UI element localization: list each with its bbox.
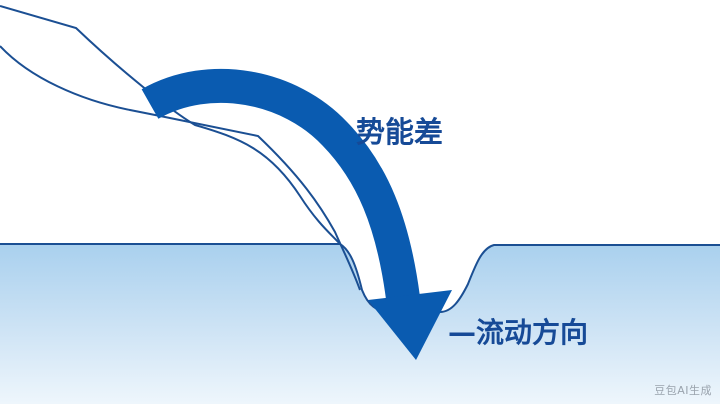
watermark-text: 豆包AI生成 <box>654 384 712 397</box>
flow-arrow-head <box>368 290 452 360</box>
potential-difference-label: 势能差 <box>356 115 444 149</box>
slope-bottom-edge <box>0 45 361 291</box>
flow-direction-label: —流动方向 <box>448 316 589 349</box>
slope-top-edge <box>0 5 341 245</box>
flow-arrow-shaft <box>141 69 420 301</box>
water-body <box>0 244 720 404</box>
